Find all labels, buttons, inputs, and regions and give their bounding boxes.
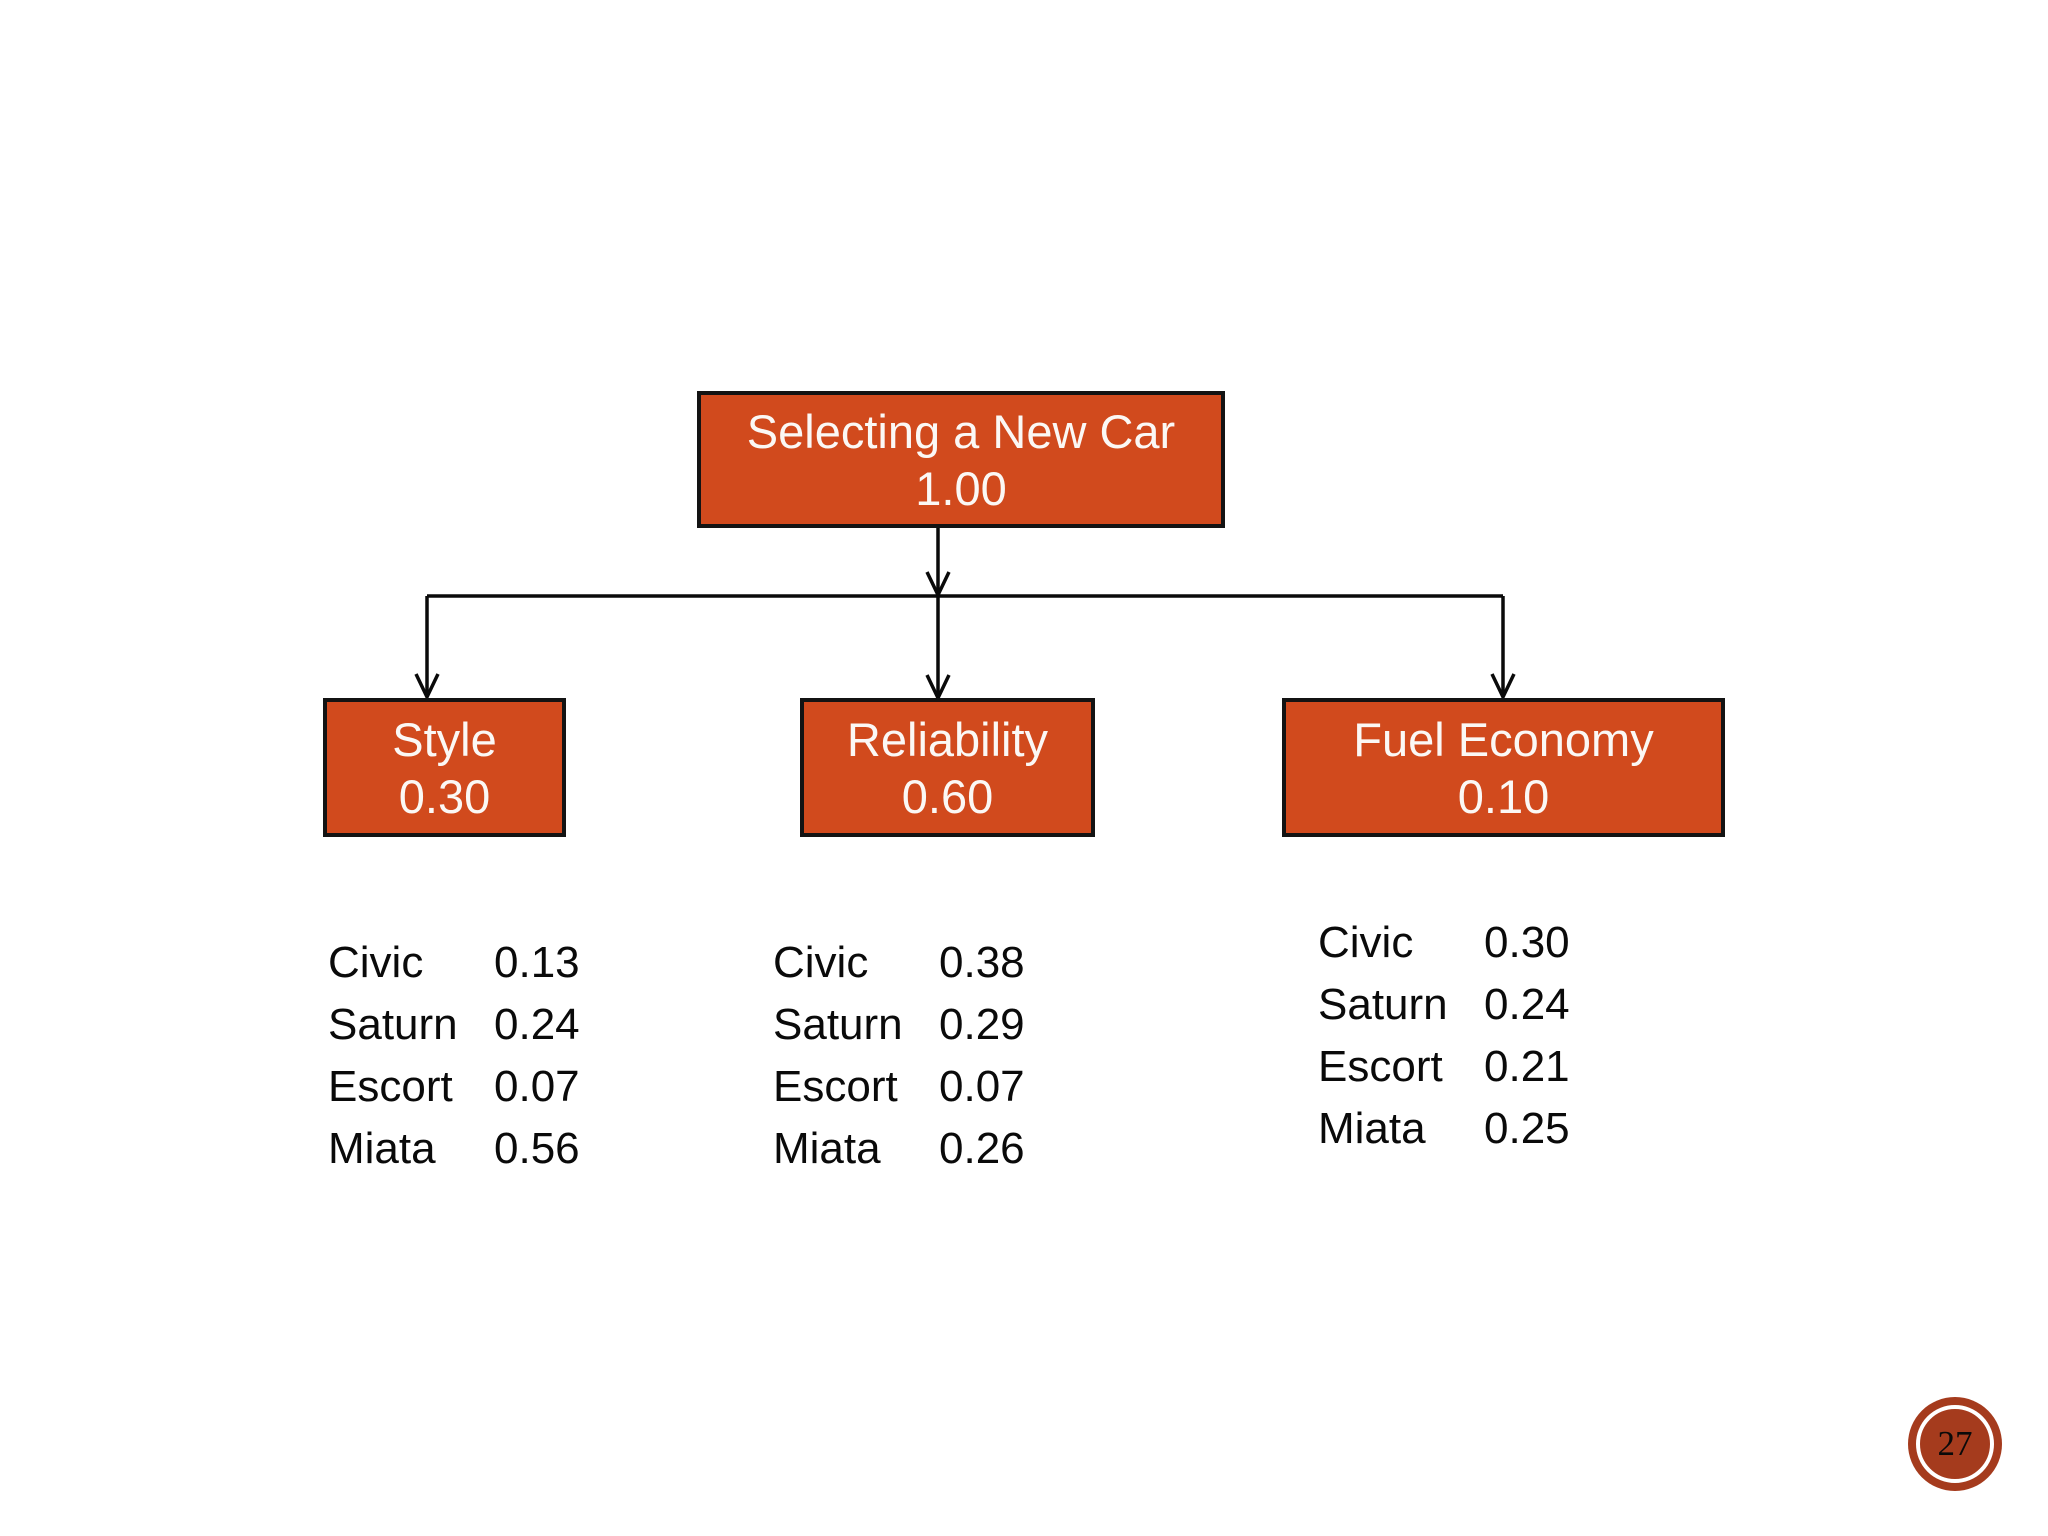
alternative-score: 0.21 xyxy=(1484,1042,1570,1091)
alternative-score: 0.13 xyxy=(494,938,580,987)
node-root: Selecting a New Car 1.00 xyxy=(697,391,1225,528)
badge-ring: 27 xyxy=(1916,1405,1994,1483)
list-item: Escort 0.07 xyxy=(773,1056,1025,1118)
alternative-score: 0.07 xyxy=(939,1062,1025,1111)
alternative-score: 0.38 xyxy=(939,938,1025,987)
list-item: Escort 0.07 xyxy=(328,1056,580,1118)
list-item: Escort 0.21 xyxy=(1318,1036,1570,1098)
alternative-score: 0.56 xyxy=(494,1124,580,1173)
list-item: Miata 0.26 xyxy=(773,1118,1025,1180)
alternative-score: 0.24 xyxy=(494,1000,580,1049)
node-fuel-economy-weight: 0.10 xyxy=(1457,769,1550,823)
list-item: Saturn 0.24 xyxy=(328,994,580,1056)
page-number-badge: 27 xyxy=(1908,1397,2002,1491)
alternative-name: Civic xyxy=(773,938,869,987)
alternative-name: Miata xyxy=(328,1124,436,1173)
list-item: Saturn 0.24 xyxy=(1318,974,1570,1036)
alternative-name: Escort xyxy=(773,1062,898,1111)
alternative-name: Civic xyxy=(1318,918,1414,967)
node-fuel-economy: Fuel Economy 0.10 xyxy=(1282,698,1725,837)
node-fuel-economy-label: Fuel Economy xyxy=(1353,712,1654,766)
alternative-name: Saturn xyxy=(773,1000,903,1049)
list-item: Civic 0.38 xyxy=(773,932,1025,994)
alternative-name: Escort xyxy=(328,1062,453,1111)
node-reliability-label: Reliability xyxy=(846,712,1049,766)
arrowhead-style xyxy=(414,673,440,702)
alternative-score: 0.30 xyxy=(1484,918,1570,967)
alternative-name: Saturn xyxy=(328,1000,458,1049)
alternative-name: Miata xyxy=(1318,1104,1426,1153)
node-root-weight: 1.00 xyxy=(915,461,1007,515)
alternative-score: 0.26 xyxy=(939,1124,1025,1173)
node-style: Style 0.30 xyxy=(323,698,566,837)
reliability-alternatives-list: Civic 0.38 Saturn 0.29 Escort 0.07 Miata… xyxy=(773,932,1025,1180)
node-root-label: Selecting a New Car xyxy=(746,404,1176,458)
node-reliability-weight: 0.60 xyxy=(901,769,994,823)
list-item: Miata 0.25 xyxy=(1318,1098,1570,1160)
node-reliability: Reliability 0.60 xyxy=(800,698,1095,837)
alternative-name: Escort xyxy=(1318,1042,1443,1091)
node-style-weight: 0.30 xyxy=(398,769,491,823)
alternative-name: Miata xyxy=(773,1124,881,1173)
alternative-score: 0.29 xyxy=(939,1000,1025,1049)
alternative-score: 0.25 xyxy=(1484,1104,1570,1153)
list-item: Civic 0.30 xyxy=(1318,912,1570,974)
alternative-name: Civic xyxy=(328,938,424,987)
alternative-score: 0.24 xyxy=(1484,980,1570,1029)
alternative-name: Saturn xyxy=(1318,980,1448,1029)
list-item: Miata 0.56 xyxy=(328,1118,580,1180)
style-alternatives-list: Civic 0.13 Saturn 0.24 Escort 0.07 Miata… xyxy=(328,932,580,1180)
list-item: Civic 0.13 xyxy=(328,932,580,994)
fuel-economy-alternatives-list: Civic 0.30 Saturn 0.24 Escort 0.21 Miata… xyxy=(1318,912,1570,1160)
list-item: Saturn 0.29 xyxy=(773,994,1025,1056)
alternative-score: 0.07 xyxy=(494,1062,580,1111)
arrowhead-fuel-economy xyxy=(1490,673,1516,702)
page-number: 27 xyxy=(1937,1424,1973,1463)
node-style-label: Style xyxy=(392,712,497,766)
